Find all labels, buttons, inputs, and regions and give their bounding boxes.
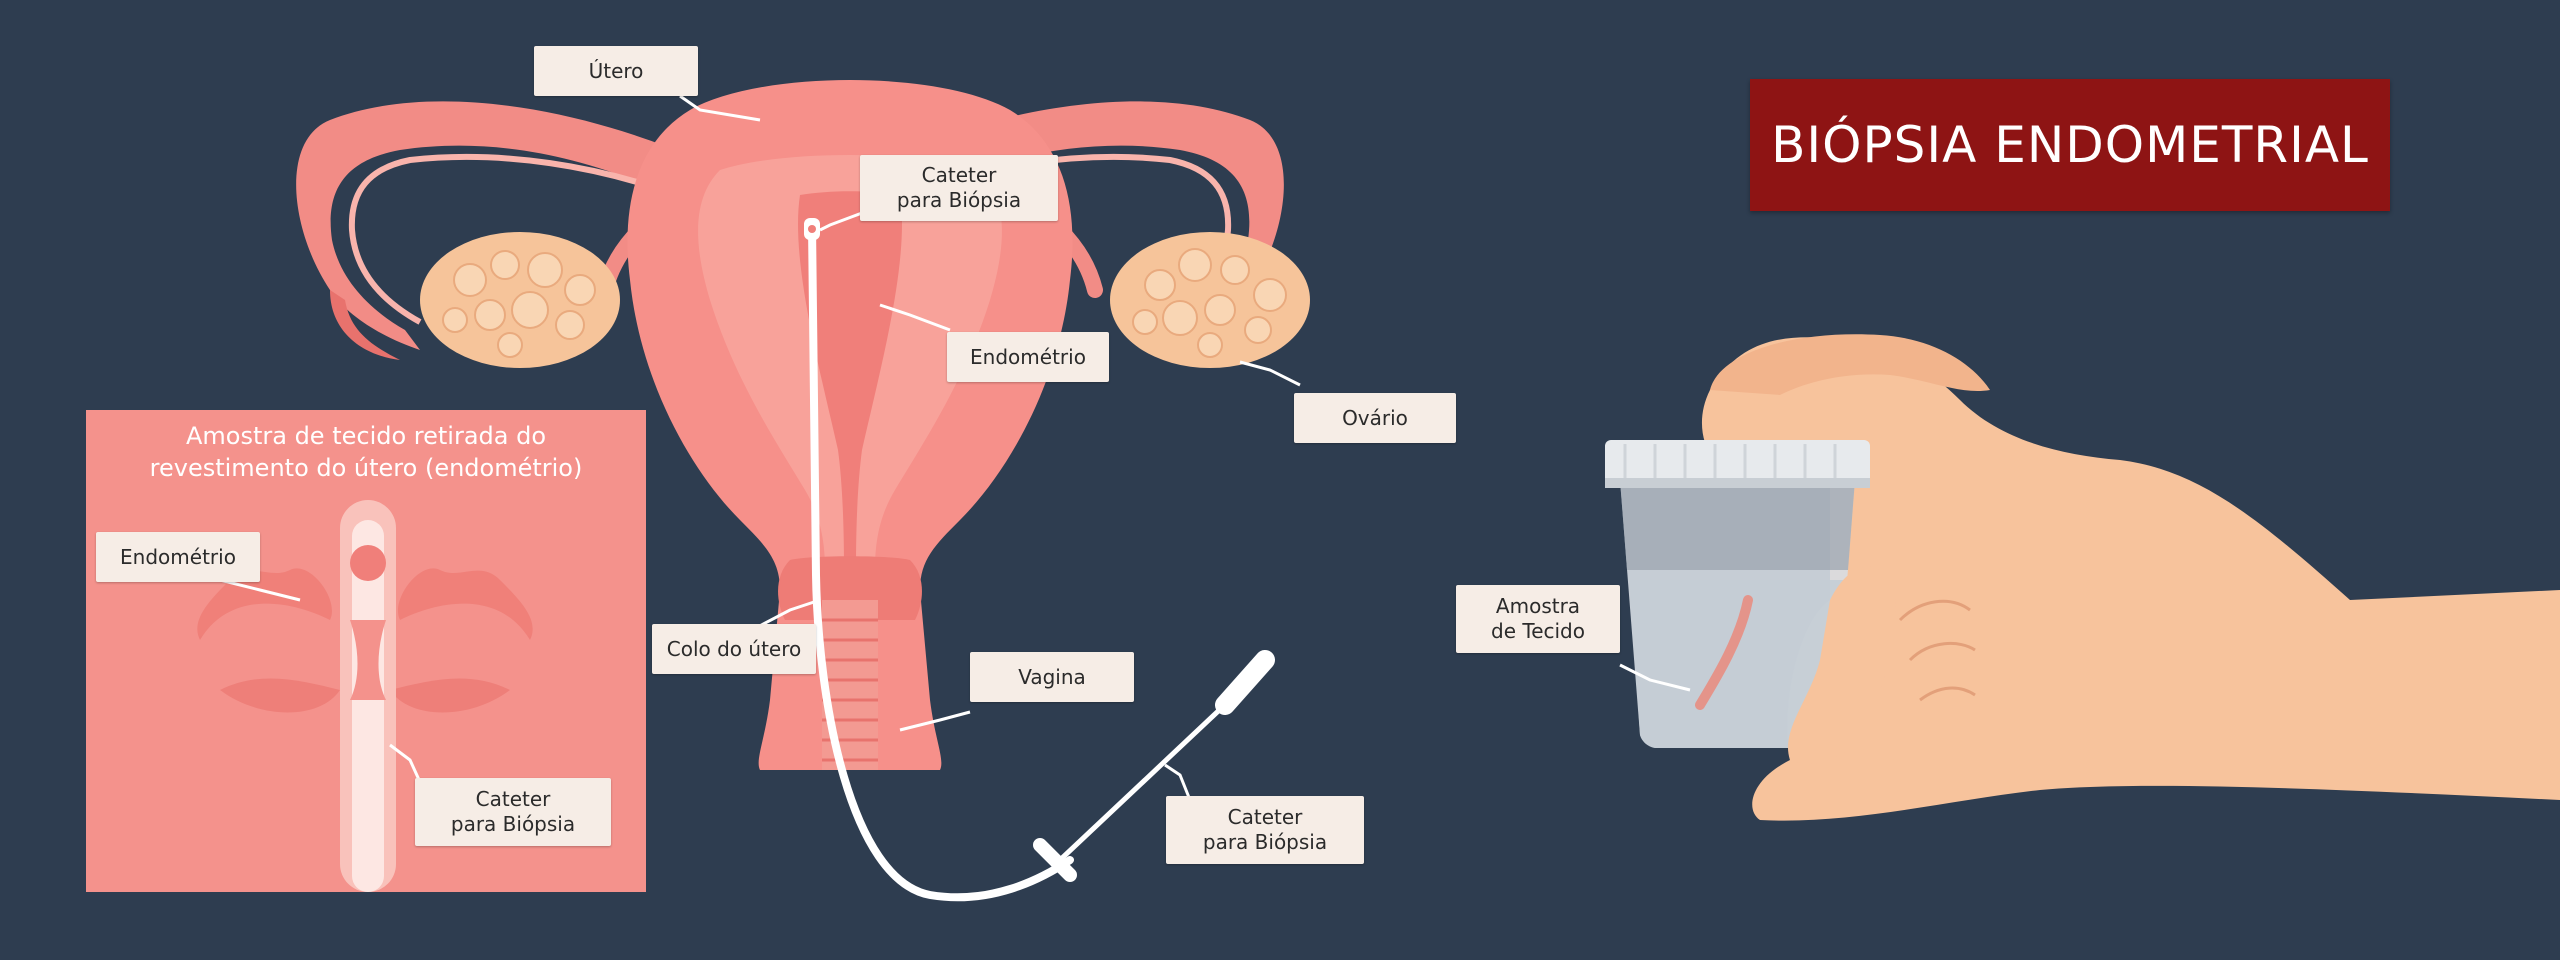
label-endometrio: Endométrio [947, 332, 1109, 382]
hand [1701, 337, 2560, 821]
label-amostra-de-tecido: Amostra de Tecido [1456, 585, 1620, 653]
inset-caption: Amostra de tecido retirada do revestimen… [86, 420, 646, 484]
label-cateter-top: Cateter para Biópsia [860, 155, 1058, 221]
label-cateter-bottom: Cateter para Biópsia [1166, 796, 1364, 864]
label-inset-cateter: Cateter para Biópsia [415, 778, 611, 846]
label-utero: Útero [534, 46, 698, 96]
left-fallopian-tube [296, 101, 700, 350]
right-ovary [1110, 232, 1310, 368]
label-colo-do-utero: Colo do útero [652, 624, 816, 674]
label-vagina: Vagina [970, 652, 1134, 702]
hand-with-container [1605, 334, 2560, 821]
page-title: BIÓPSIA ENDOMETRIAL [1750, 79, 2390, 211]
inset-caption-line1: Amostra de tecido retirada do [185, 422, 547, 450]
vagina-canal [822, 600, 878, 770]
specimen-container [1605, 440, 1870, 748]
label-inset-endometrio: Endométrio [96, 532, 260, 582]
catheter-in-uterus [804, 218, 1275, 902]
tissue-sample [1695, 595, 1753, 710]
left-ovary [420, 232, 620, 368]
label-ovario: Ovário [1294, 393, 1456, 443]
leader-lines [219, 94, 1691, 801]
inset-caption-line2: revestimento do útero (endométrio) [149, 454, 583, 482]
